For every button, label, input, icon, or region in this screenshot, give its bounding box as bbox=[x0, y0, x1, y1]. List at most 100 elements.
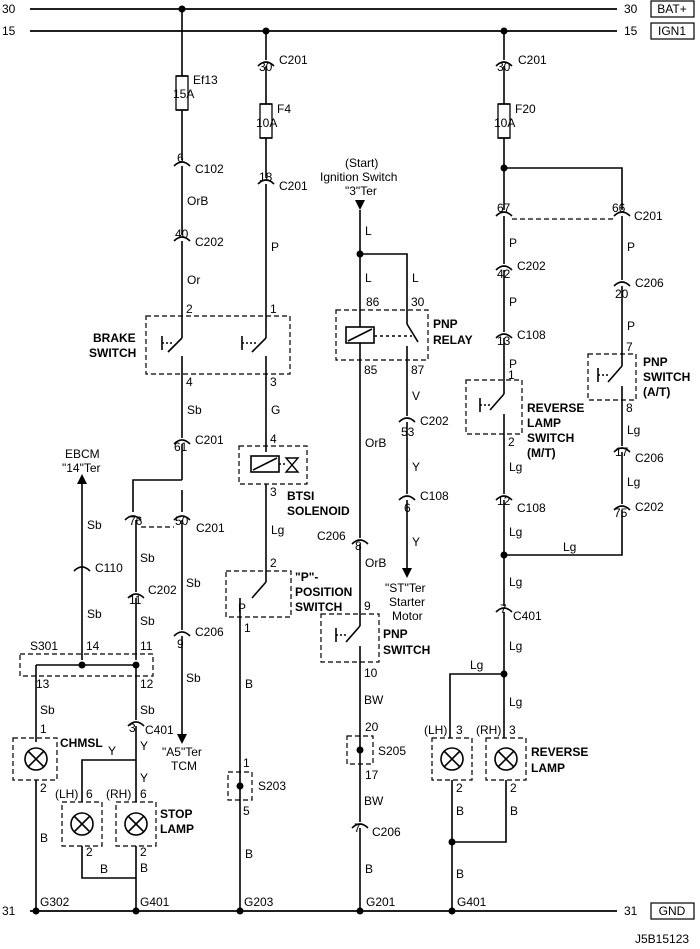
wire-sb-f: Sb bbox=[87, 607, 102, 621]
diagram-code: J5B15123 bbox=[635, 932, 689, 946]
start-arrow bbox=[355, 200, 365, 210]
connector-c108-12 bbox=[495, 495, 513, 501]
c206-9-name: C206 bbox=[195, 625, 224, 639]
connector-c202-53 bbox=[398, 417, 416, 423]
c201-66-pin: 66 bbox=[612, 201, 626, 215]
c201-18-pin: 18 bbox=[259, 170, 273, 184]
c201-76-name: C201 bbox=[196, 521, 225, 535]
wire-lg-c4-g: Lg bbox=[509, 639, 522, 653]
tcm-label-1: "A5"Ter bbox=[162, 745, 202, 759]
wire-sb-c: Sb bbox=[186, 576, 201, 590]
fuse-ef13-rating: 15A bbox=[173, 87, 194, 101]
rev-switch-pin-1: 1 bbox=[508, 368, 515, 382]
btsi-pin-3: 3 bbox=[270, 485, 277, 499]
wire-b-c3: B bbox=[365, 862, 373, 876]
btsi-solenoid-box bbox=[238, 445, 308, 485]
btsi-label-2: SOLENOID bbox=[287, 504, 350, 518]
stop-lamp-label-2: LAMP bbox=[160, 822, 194, 836]
fuse-f20-name: F20 bbox=[515, 102, 536, 116]
s205-name: S205 bbox=[378, 744, 406, 758]
reverse-lamp-label-2: LAMP bbox=[531, 761, 565, 775]
connector-c401-3 bbox=[127, 721, 145, 727]
pnp-at-pin-7: 7 bbox=[626, 340, 633, 354]
pnp-at-label-2: SWITCH bbox=[643, 370, 690, 384]
wire-lg-c4-a: Lg bbox=[627, 423, 640, 437]
connector-c401-7 bbox=[495, 607, 513, 613]
connector-c201-30-left bbox=[257, 61, 275, 67]
pnp-switch-label-1: PNP bbox=[383, 627, 408, 641]
rev-switch-label-4: (M/T) bbox=[527, 446, 556, 460]
wire-p-c4-c: P bbox=[509, 357, 517, 371]
connector-c201-67 bbox=[495, 211, 513, 217]
wire-b-c4-c: B bbox=[456, 867, 464, 881]
c401-3-name: C401 bbox=[145, 723, 174, 737]
bat-bus-left-label: 30 bbox=[2, 2, 16, 16]
chmsl-pin-1: 1 bbox=[40, 722, 47, 736]
fuse-f4-rating: 10A bbox=[256, 116, 277, 130]
s301-pin-13: 13 bbox=[36, 677, 50, 691]
pnp-relay-label-1: PNP bbox=[433, 317, 458, 331]
gnd-bus-box bbox=[650, 902, 695, 920]
wire-y-b: Y bbox=[108, 744, 116, 758]
c206-7-name: C206 bbox=[372, 825, 401, 839]
wire-p-c4-b: P bbox=[509, 295, 517, 309]
ground-g201: G201 bbox=[366, 895, 396, 909]
wire-sb-g: Sb bbox=[40, 703, 55, 717]
wire-lg-c4-f: Lg bbox=[509, 575, 522, 589]
brake-pin-1: 1 bbox=[270, 302, 277, 316]
p-switch-pin-2: 2 bbox=[270, 556, 277, 570]
c201-61-name: C201 bbox=[195, 433, 224, 447]
p-switch-p-mark: P bbox=[238, 601, 246, 615]
tcm-arrow bbox=[177, 734, 187, 744]
relay-pin-86: 86 bbox=[366, 295, 380, 309]
wire-l-a: L bbox=[365, 224, 372, 238]
reverse-lamp-label-1: REVERSE bbox=[531, 745, 588, 759]
c201-30-name-right: C201 bbox=[518, 53, 547, 67]
wire-b-c4-b: B bbox=[510, 804, 518, 818]
c206-17-name: C206 bbox=[635, 451, 664, 465]
c201-61-pin: 61 bbox=[174, 440, 188, 454]
start-label-1: (Start) bbox=[345, 156, 378, 170]
s301-pin-14: 14 bbox=[86, 639, 100, 653]
c202-53-pin: 53 bbox=[401, 425, 415, 439]
wire-lg-c4-i: Lg bbox=[509, 695, 522, 709]
btsi-valve-icon bbox=[284, 457, 300, 473]
chmsl-box bbox=[12, 737, 58, 781]
p-switch-label-3: SWITCH bbox=[295, 600, 342, 614]
chmsl-label: CHMSL bbox=[60, 736, 103, 750]
wire-v: V bbox=[412, 389, 420, 403]
relay-pin-85: 85 bbox=[364, 363, 378, 377]
starter-label-1: "ST"Ter bbox=[385, 581, 426, 595]
c102-name: C102 bbox=[195, 162, 224, 176]
tcm-label-2: TCM bbox=[171, 759, 197, 773]
s205-splice-box bbox=[346, 735, 374, 765]
c206-8-name: C206 bbox=[317, 529, 346, 543]
starter-label-2: Starter bbox=[389, 595, 425, 609]
ground-g401-left: G401 bbox=[140, 895, 170, 909]
connector-c206-7 bbox=[351, 823, 369, 829]
p-switch-pin-1: 1 bbox=[244, 621, 251, 635]
c202-42-name: C202 bbox=[517, 259, 546, 273]
wire-p-c4-e: P bbox=[627, 319, 635, 333]
wire-b-c2-a: B bbox=[245, 677, 253, 691]
brake-pin-2: 2 bbox=[186, 302, 193, 316]
pnp-at-pin-8: 8 bbox=[626, 401, 633, 415]
wire-bw-b: BW bbox=[364, 794, 384, 808]
wire-sb-e: Sb bbox=[186, 671, 201, 685]
c201-30-name-left: C201 bbox=[279, 53, 308, 67]
p-switch-label-1: "P"- bbox=[295, 570, 318, 584]
stop-rh-label: (RH) bbox=[106, 787, 131, 801]
c108-12-name: C108 bbox=[517, 501, 546, 515]
rev-lamp-rh-pin-2: 2 bbox=[510, 781, 517, 795]
wire-bw-a: BW bbox=[364, 693, 384, 707]
stop-rh-pin-2: 2 bbox=[140, 845, 147, 859]
c201-18-name: C201 bbox=[279, 179, 308, 193]
s205-pin-20: 20 bbox=[365, 720, 379, 734]
wire-y-c3-b: Y bbox=[412, 535, 420, 549]
c202-40-pin: 40 bbox=[175, 227, 189, 241]
wire-p-c2: P bbox=[271, 240, 279, 254]
stop-rh-pin: 6 bbox=[140, 787, 147, 801]
wire-lg-c4-h: Lg bbox=[470, 658, 483, 672]
btsi-pin-4: 4 bbox=[270, 432, 277, 446]
